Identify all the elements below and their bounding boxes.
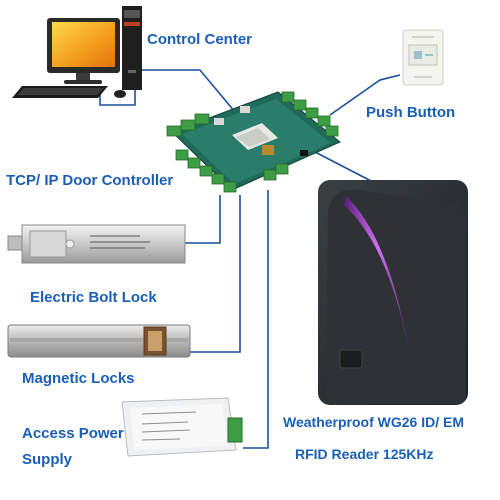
line-mag-to-controller xyxy=(190,195,241,353)
tcp-ip-door-controller-board xyxy=(166,91,341,193)
label-tcp-ip-door-controller: TCP/ IP Door Controller xyxy=(6,172,174,189)
label-electric-bolt-lock: Electric Bolt Lock xyxy=(30,289,157,306)
label-reader-line1: Weatherproof WG26 ID/ EM xyxy=(283,414,464,430)
line-push-to-controller xyxy=(329,74,401,116)
label-access-power-line1: Access Power xyxy=(22,425,124,442)
access-power-supply-device xyxy=(121,397,243,457)
connector-lines xyxy=(99,69,401,449)
line-reader-to-controller xyxy=(314,151,376,184)
label-reader-line2: RFID Reader 125KHz xyxy=(295,446,434,462)
label-control-center: Control Center xyxy=(147,31,252,48)
line-psu-to-controller xyxy=(243,190,269,449)
magnetic-lock-device xyxy=(7,324,191,358)
rfid-reader-device xyxy=(318,180,468,405)
push-button-device xyxy=(402,29,444,86)
label-push-button: Push Button xyxy=(366,104,456,121)
electric-bolt-lock-device xyxy=(7,224,186,264)
label-access-power-line2: Supply xyxy=(22,451,73,468)
control-center-computer xyxy=(12,6,142,98)
line-bolt-to-controller xyxy=(185,195,221,244)
label-magnetic-locks: Magnetic Locks xyxy=(22,370,135,387)
